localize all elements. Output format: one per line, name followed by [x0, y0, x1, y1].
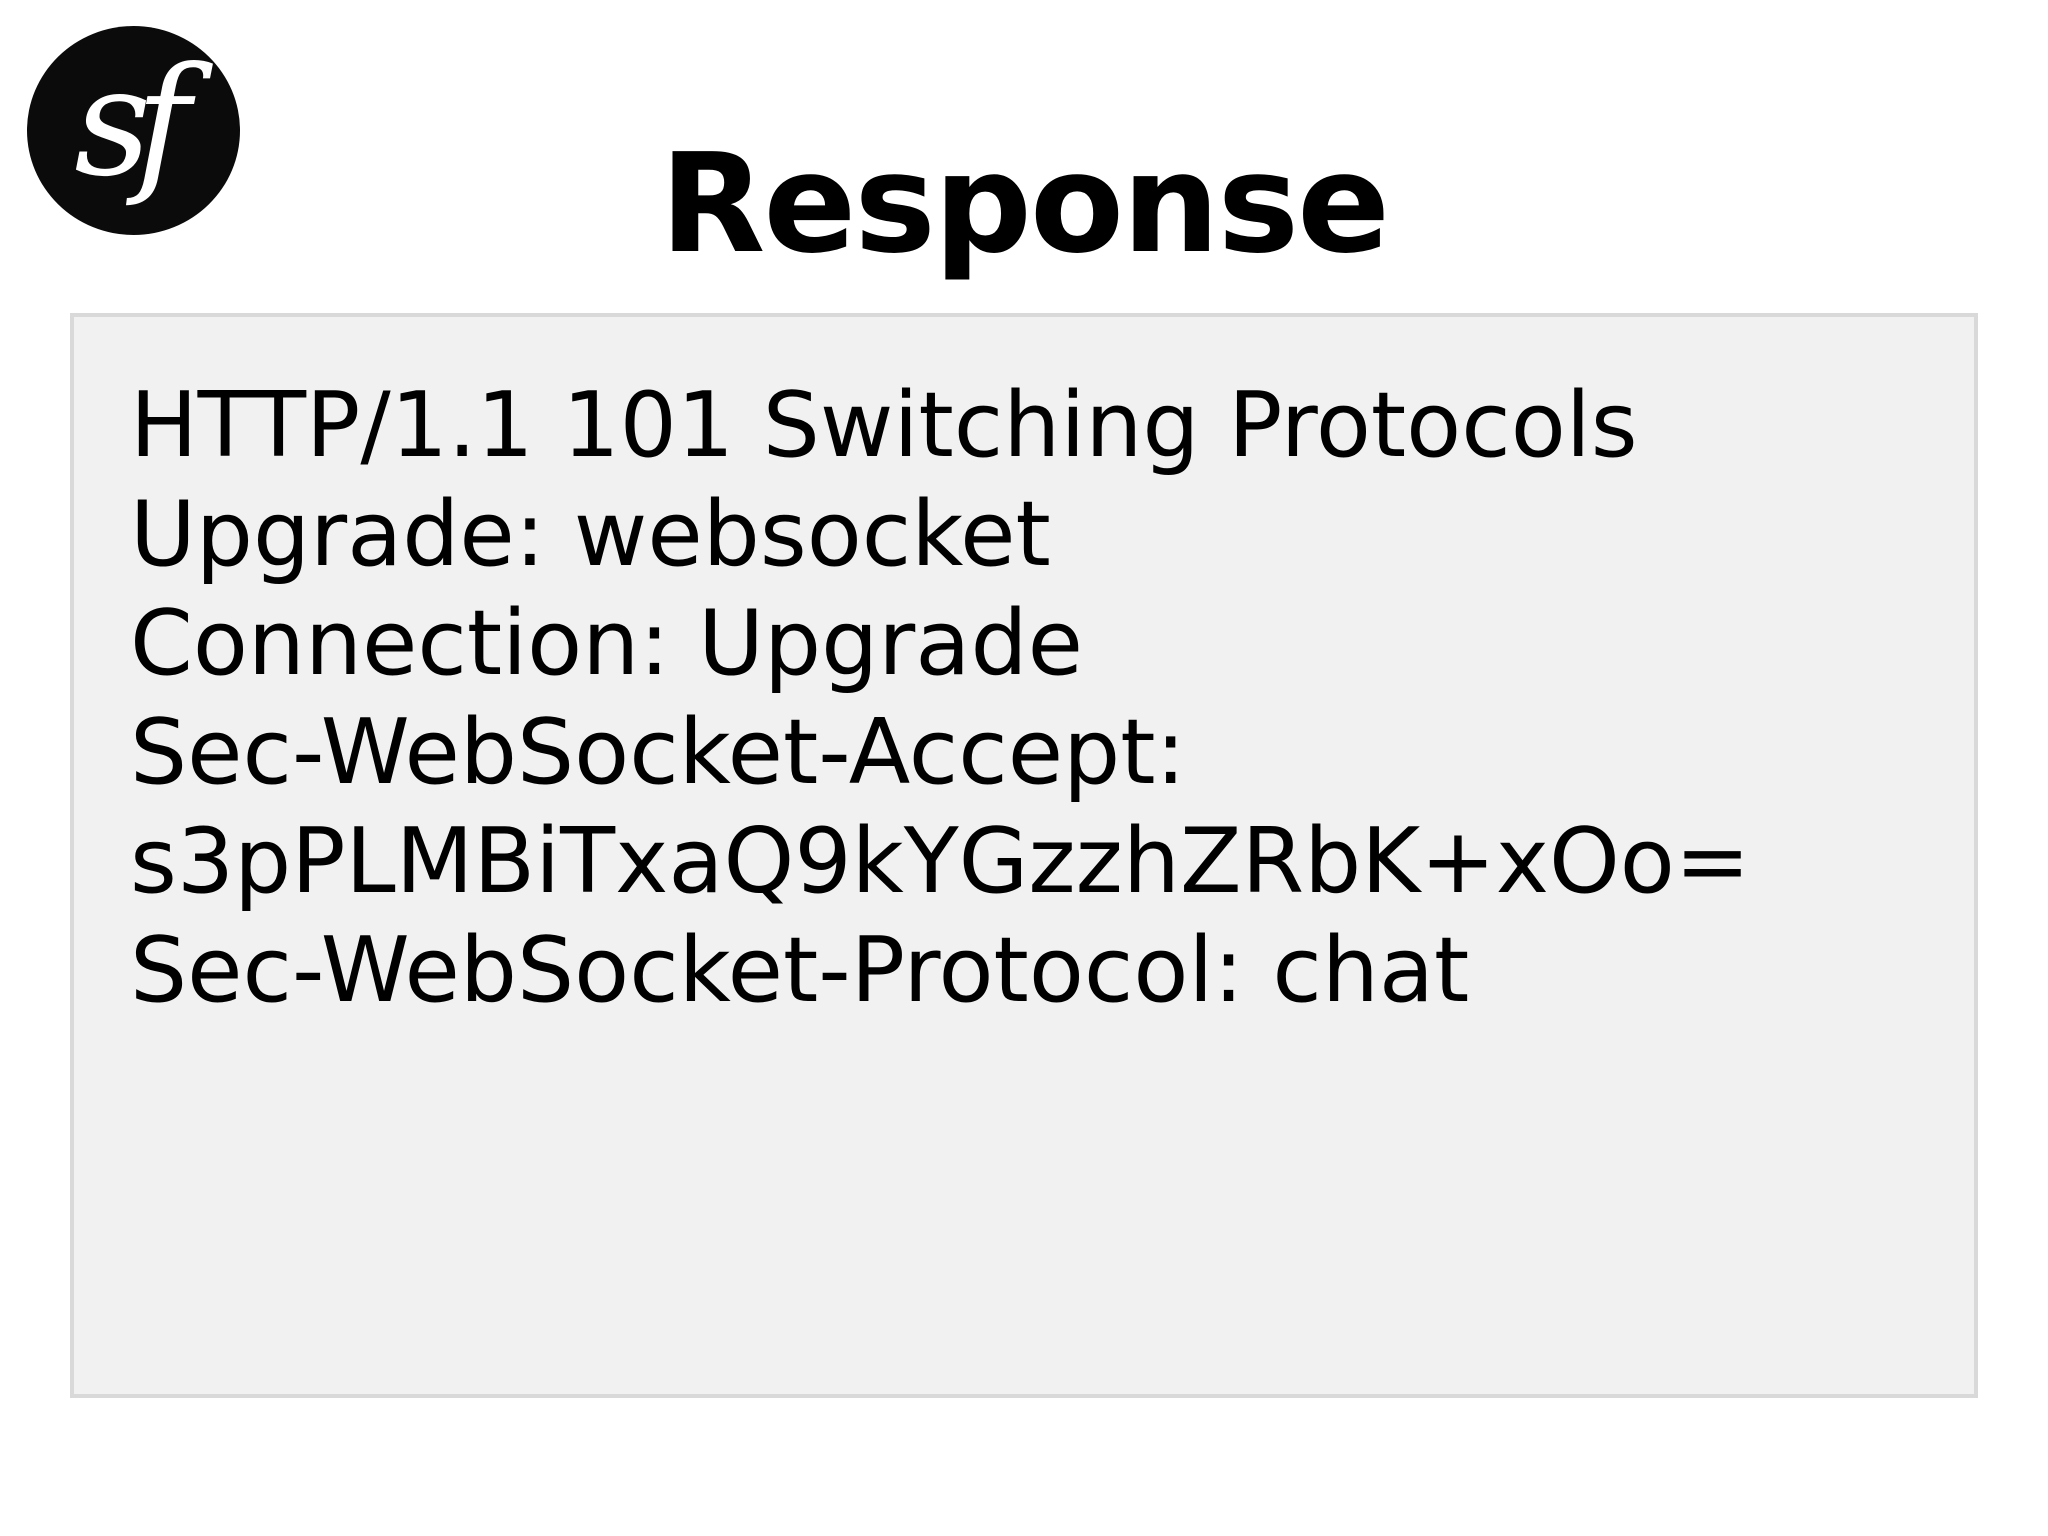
- code-line-sec-websocket-accept-header: Sec-WebSocket-Accept:: [130, 700, 1186, 805]
- code-line-connection-header: Connection: Upgrade: [130, 591, 1083, 696]
- symfony-sf-lettermark: sf: [74, 35, 190, 210]
- code-line-status: HTTP/1.1 101 Switching Protocols: [130, 373, 1638, 478]
- code-line-sec-websocket-protocol-header: Sec-WebSocket-Protocol: chat: [130, 918, 1470, 1023]
- code-line-sec-websocket-accept-value: s3pPLMBiTxaQ9kYGzzhZRbK+xOo=: [130, 809, 1751, 914]
- slide-title: Response: [659, 125, 1390, 284]
- http-response-code-box: HTTP/1.1 101 Switching Protocols Upgrade…: [70, 313, 1978, 1398]
- code-line-upgrade-header: Upgrade: websocket: [130, 482, 1051, 587]
- symfony-logo-icon: sf: [27, 26, 240, 235]
